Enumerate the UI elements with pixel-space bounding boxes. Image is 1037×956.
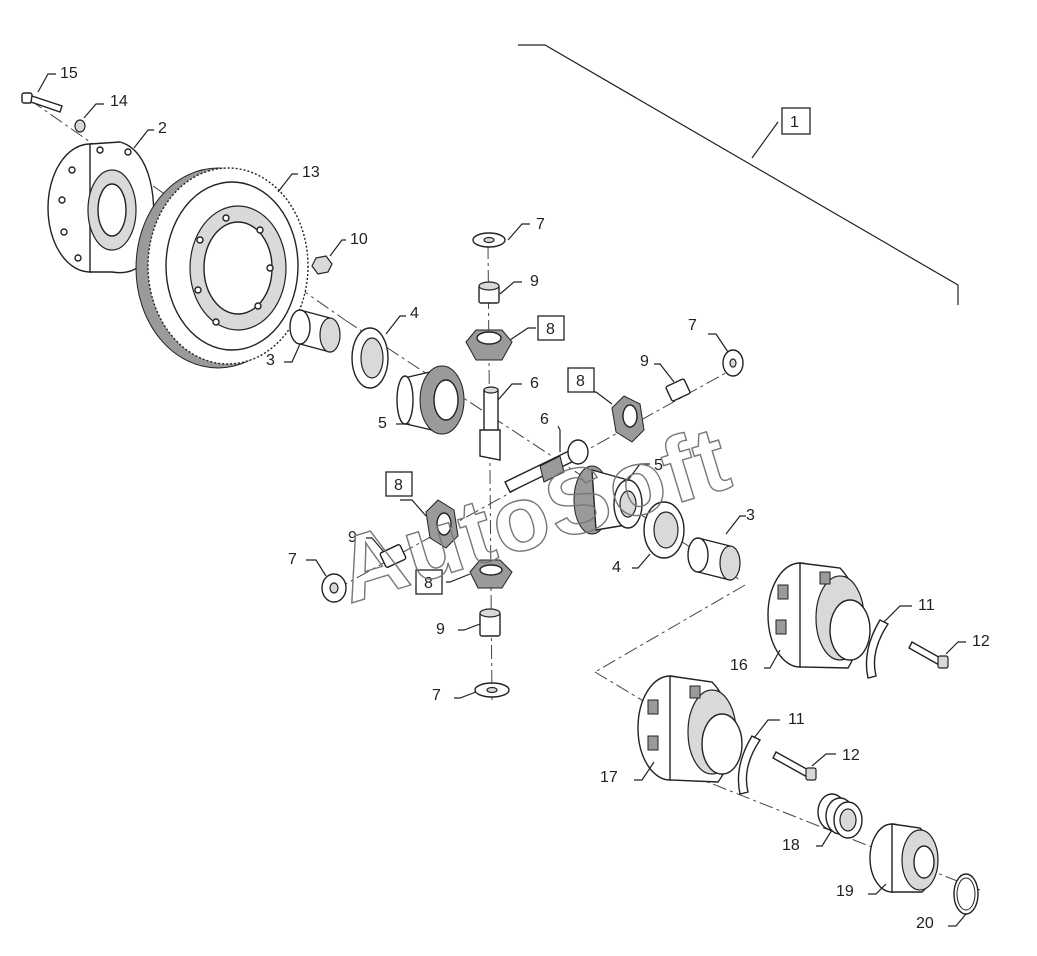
washer-icon: [474, 682, 510, 698]
label-9-top: 9: [530, 273, 539, 290]
side-gear-icon: [573, 465, 643, 535]
label-15: 15: [60, 65, 78, 82]
label-3-left: 3: [266, 352, 275, 369]
thrust-washer-icon: [351, 327, 389, 389]
snap-ring-icon: [953, 873, 979, 915]
label-8-top: 8: [546, 321, 555, 338]
washer-icon: [472, 232, 506, 248]
washer-icon: [321, 573, 347, 603]
lock-ring-icon: [865, 619, 890, 679]
label-11-upper: 11: [918, 597, 935, 614]
label-9-bottom: 9: [436, 621, 445, 638]
bolt-icon: [21, 92, 63, 113]
pin-bushing-icon: [478, 281, 500, 304]
label-6-right: 6: [540, 411, 549, 428]
assembly-label-box: [781, 107, 811, 135]
bolt-icon: [772, 751, 817, 781]
shaft-icon: [504, 439, 589, 493]
label-5-right: 5: [654, 457, 663, 474]
ring-gear-icon: [135, 167, 309, 369]
label-19: 19: [836, 883, 854, 900]
watermark-text: AutoSoft: [326, 407, 742, 623]
lock-ring-icon: [737, 735, 762, 795]
pin-bushing-icon: [665, 378, 691, 402]
watermark: AutoSoft: [325, 406, 743, 623]
label-17: 17: [600, 769, 618, 786]
label-5-left: 5: [378, 415, 387, 432]
label-4-right: 4: [612, 559, 621, 576]
bevel-gear-icon: [465, 329, 513, 361]
washer-icon: [722, 349, 744, 377]
differential-housing-icon: [767, 562, 871, 669]
label-7-top: 7: [536, 216, 545, 233]
label-7-right: 7: [688, 317, 697, 334]
assembly-bracket: 1: [518, 44, 959, 305]
differential-housing-icon: [637, 675, 743, 783]
pin-bushing-icon: [479, 608, 501, 637]
label-10: 10: [350, 231, 368, 248]
label-13: 13: [302, 164, 320, 181]
callouts: 15 14 2 13 10 7 9 8 4 3 5 6: [37, 65, 990, 932]
label-9-left: 9: [348, 529, 357, 546]
washer-icon: [74, 119, 86, 133]
label-7-left: 7: [288, 551, 297, 568]
label-8-bottom: 8: [424, 575, 433, 592]
label-16: 16: [730, 657, 748, 674]
flange-housing-icon: [47, 141, 155, 274]
bushing-icon: [289, 309, 341, 353]
bevel-gear-icon: [425, 499, 459, 549]
side-gear-icon: [396, 365, 465, 435]
label-8-right: 8: [576, 373, 585, 390]
bolt-icon: [908, 641, 949, 669]
label-14: 14: [110, 93, 128, 110]
thrust-washer-icon: [643, 501, 685, 559]
bevel-gear-icon: [469, 559, 513, 589]
label-4-left: 4: [410, 305, 419, 322]
label-2: 2: [158, 120, 167, 137]
collar-icon: [869, 823, 939, 893]
label-6-top: 6: [530, 375, 539, 392]
label-18: 18: [782, 837, 800, 854]
bevel-gear-icon: [611, 395, 645, 443]
cross-shaft-icon: [479, 386, 501, 461]
assembly-label: 1: [790, 114, 799, 131]
label-8-left: 8: [394, 477, 403, 494]
label-12-lower: 12: [842, 747, 860, 764]
label-9-right: 9: [640, 353, 649, 370]
pin-bushing-icon: [379, 544, 407, 568]
label-7-bottom: 7: [432, 687, 441, 704]
label-11-lower: 11: [788, 711, 805, 728]
label-3-right: 3: [746, 507, 755, 524]
label-12-upper: 12: [972, 633, 990, 650]
label-20: 20: [916, 915, 934, 932]
bushing-icon: [687, 537, 741, 581]
nut-icon: [311, 255, 333, 275]
spring-icon: [817, 793, 863, 839]
